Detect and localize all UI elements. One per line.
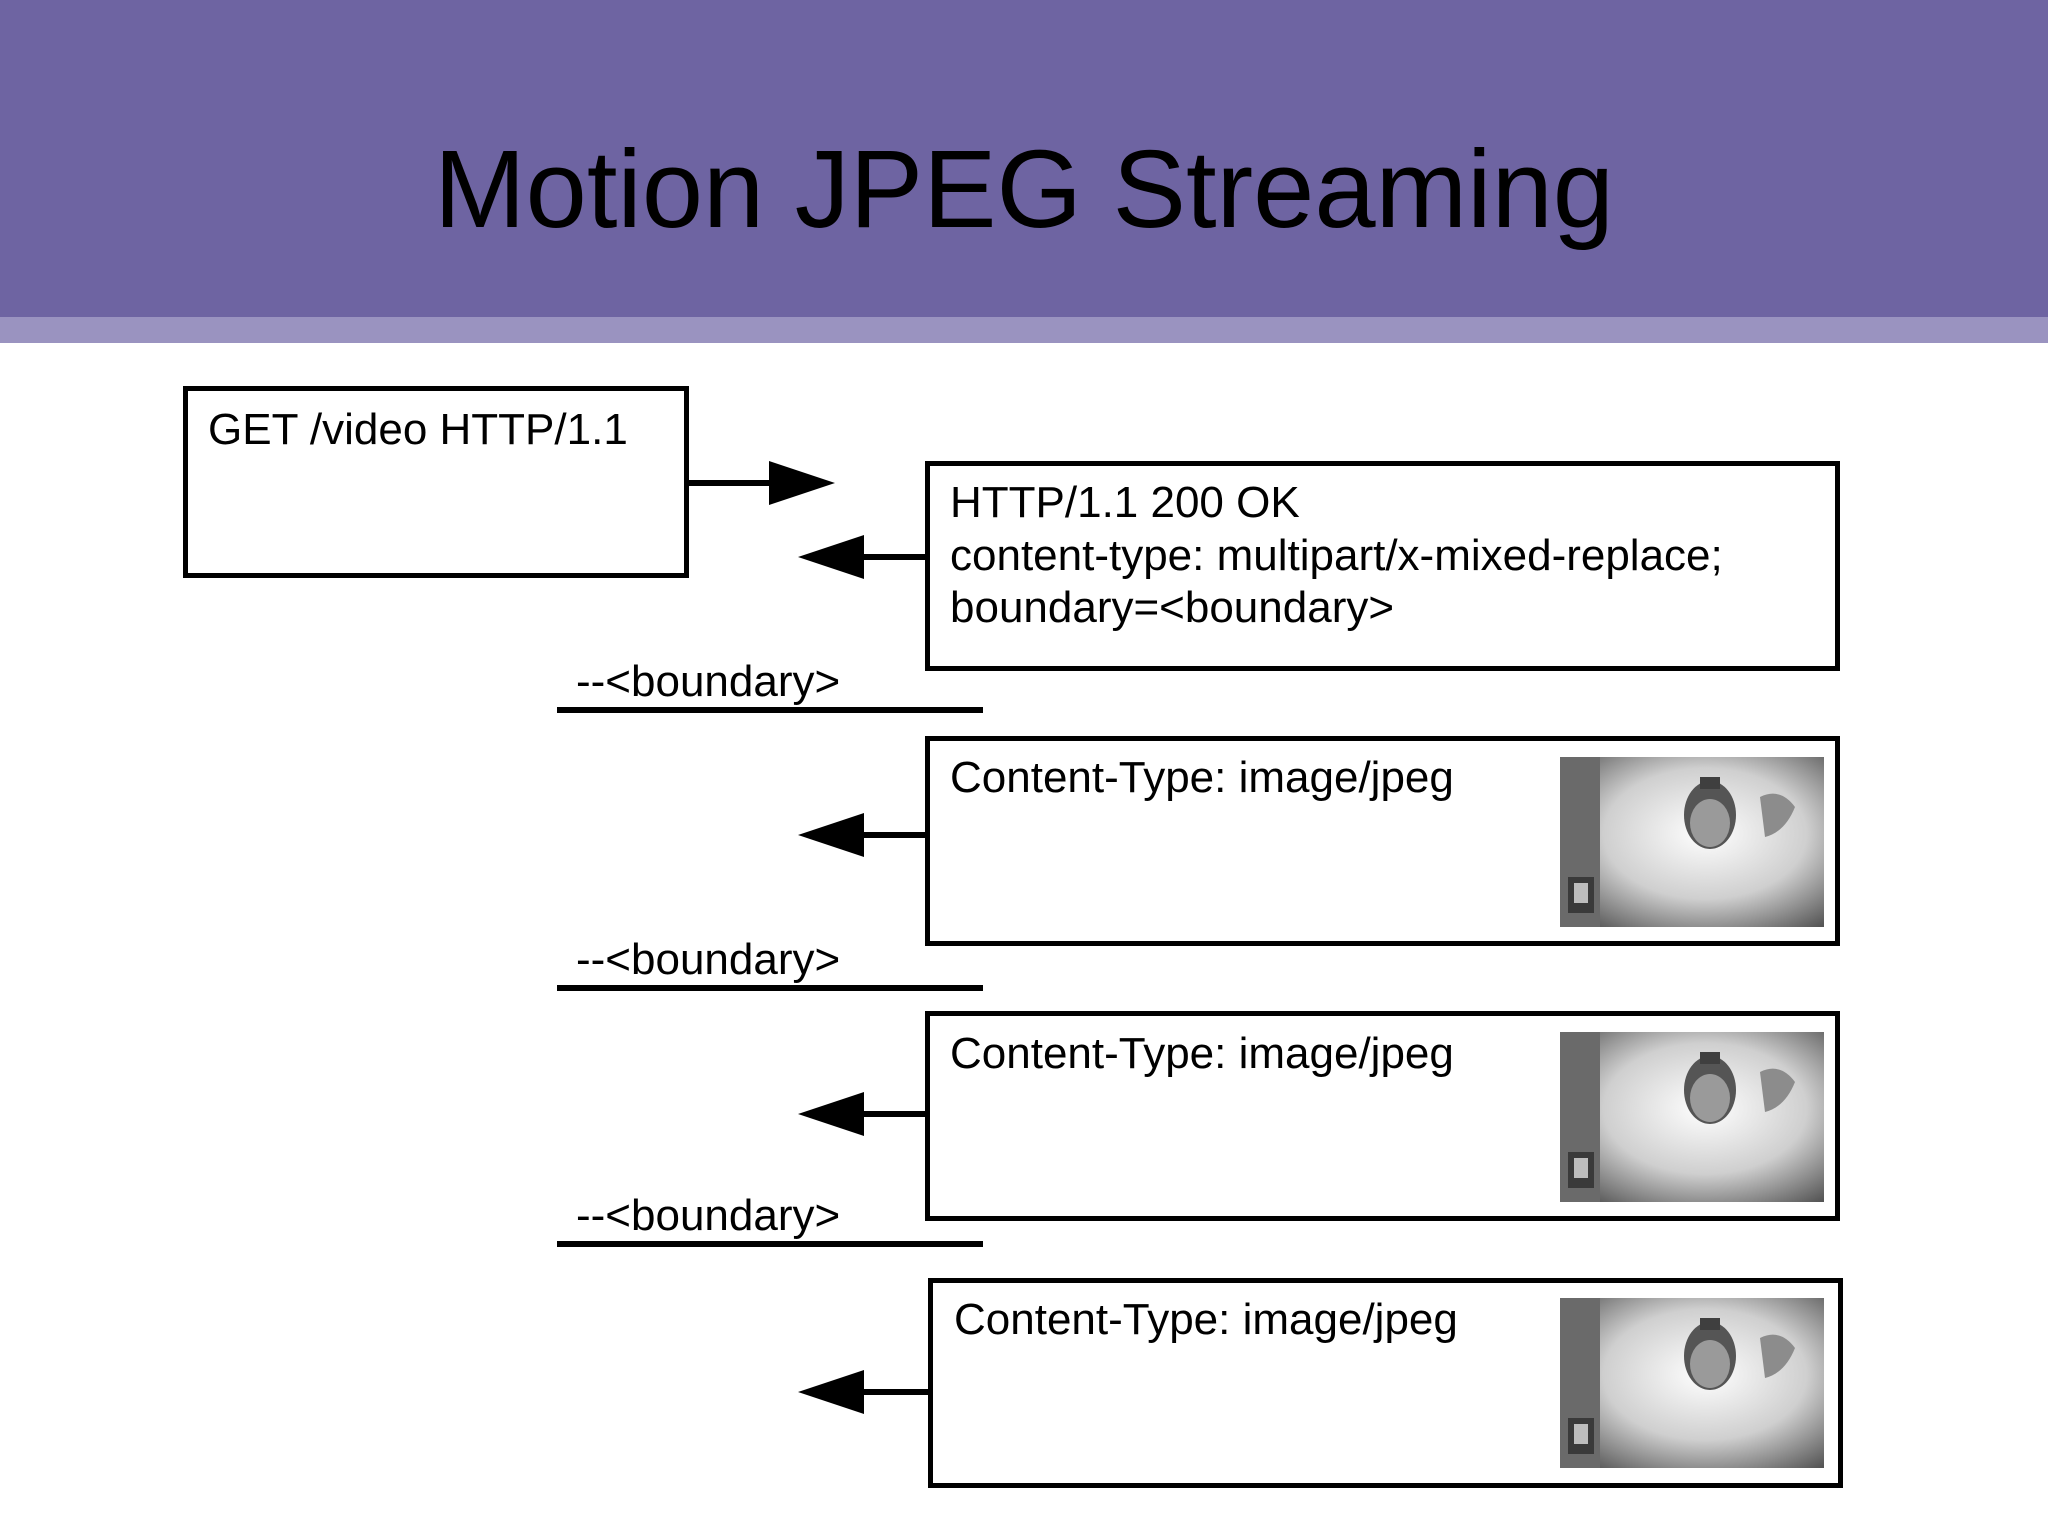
webcam-frame-icon — [1560, 1032, 1824, 1202]
boundary-line — [557, 707, 983, 713]
request-box — [183, 386, 689, 578]
part-arrow-head — [798, 1092, 864, 1136]
part-arrow-head — [798, 813, 864, 857]
request-arrow-head — [769, 461, 835, 505]
response-arrow-shaft — [862, 554, 925, 560]
response-box — [925, 461, 1840, 671]
slide-title: Motion JPEG Streaming — [434, 128, 1614, 251]
slide-header-stripe — [0, 317, 2048, 343]
webcam-frame-thumbnail — [1560, 757, 1824, 927]
boundary-line — [557, 985, 983, 991]
part-arrow-shaft — [862, 1389, 928, 1395]
webcam-frame-thumbnail — [1560, 1298, 1824, 1468]
webcam-frame-icon — [1560, 1298, 1824, 1468]
part-header: Content-Type: image/jpeg — [950, 1029, 1454, 1078]
response-arrow-head — [798, 535, 864, 579]
boundary-line — [557, 1241, 983, 1247]
request-text: GET /video HTTP/1.1 — [208, 405, 628, 454]
slide-header — [0, 0, 2048, 317]
response-boundary: boundary=<boundary> — [950, 583, 1395, 632]
part-header: Content-Type: image/jpeg — [954, 1295, 1458, 1344]
response-status-line: HTTP/1.1 200 OK — [950, 478, 1300, 527]
response-content-type: content-type: multipart/x-mixed-replace; — [950, 531, 1723, 580]
boundary-label: --<boundary> — [576, 657, 841, 706]
request-arrow-shaft — [689, 480, 771, 486]
boundary-label: --<boundary> — [576, 935, 841, 984]
part-arrow-head — [798, 1370, 864, 1414]
webcam-frame-icon — [1560, 757, 1824, 927]
part-arrow-shaft — [862, 1111, 925, 1117]
part-header: Content-Type: image/jpeg — [950, 753, 1454, 802]
part-arrow-shaft — [862, 832, 925, 838]
webcam-frame-thumbnail — [1560, 1032, 1824, 1202]
boundary-label: --<boundary> — [576, 1191, 841, 1240]
